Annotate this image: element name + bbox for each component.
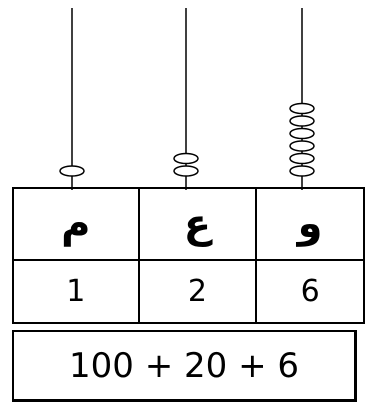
abacus — [59, 8, 315, 190]
abacus-bead-ones — [289, 165, 315, 177]
digit-tens: 2 — [137, 259, 258, 324]
digit-ones: 6 — [255, 259, 365, 324]
expanded-form-box: 100 + 20 + 6 — [12, 330, 357, 402]
abacus-bead-ones — [289, 140, 315, 152]
abacus-bead-ones — [289, 152, 315, 165]
expanded-form-text: 100 + 20 + 6 — [69, 345, 299, 386]
header-tens: ع — [137, 187, 258, 261]
abacus-bead-ones — [289, 102, 315, 115]
abacus-bead-hundreds — [59, 165, 85, 177]
abacus-bead-ones — [289, 115, 315, 127]
digit-row: 1 2 6 — [12, 259, 365, 324]
abacus-bead-tens — [173, 165, 199, 177]
place-header-row: م ع و — [12, 187, 365, 261]
header-hundreds: م — [12, 187, 140, 261]
abacus-bead-tens — [173, 152, 199, 165]
digit-hundreds: 1 — [12, 259, 140, 324]
abacus-bead-ones — [289, 127, 315, 140]
header-ones: و — [255, 187, 365, 261]
place-value-table: م ع و 1 2 6 — [12, 187, 365, 324]
